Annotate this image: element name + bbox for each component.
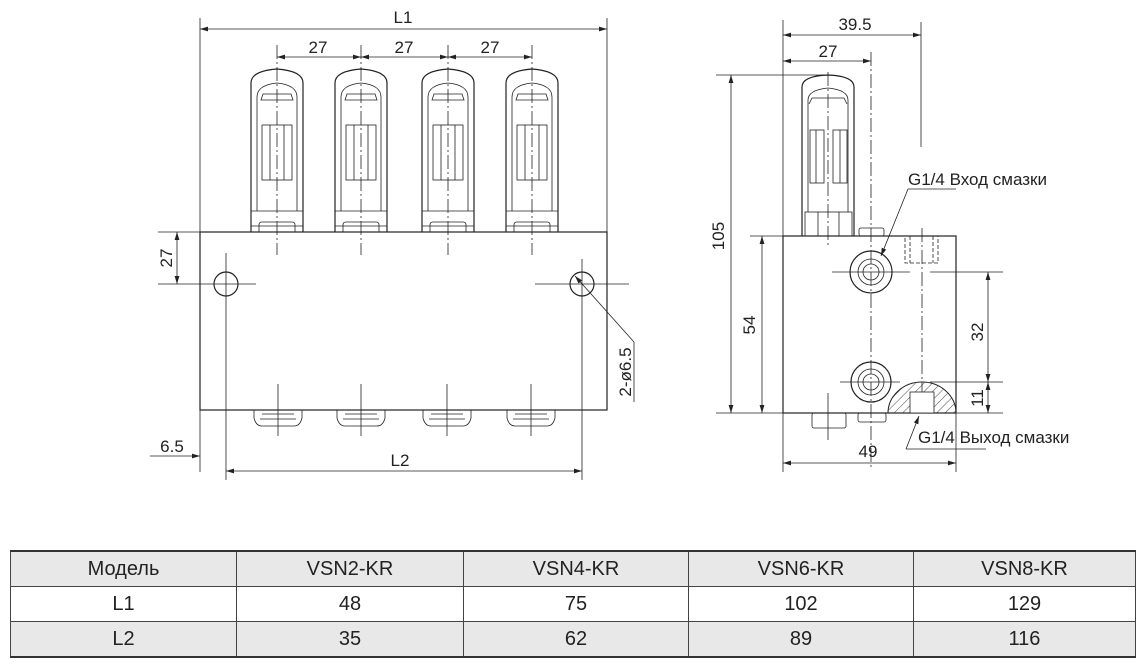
table-header-cell: VSN8-KR — [913, 550, 1136, 587]
table-header-cell: VSN4-KR — [463, 550, 689, 587]
valve-4 — [505, 44, 559, 256]
dim-width-outer: 39.5 — [838, 15, 871, 34]
table-cell: 116 — [913, 621, 1136, 658]
dim-pitch: 27 — [309, 38, 328, 57]
table-row: L1 48 75 102 129 — [10, 586, 1136, 622]
technical-drawing: L1 27 27 27 27 6.5 L2 2-ø6.5 — [150, 8, 1069, 480]
table-cell: 62 — [463, 621, 689, 658]
side-view: 39.5 27 105 54 32 11 49 G1/4 Вход смазки… — [709, 15, 1069, 472]
dim-height-body: 54 — [740, 316, 759, 335]
outlet-label: G1/4 Выход смазки — [918, 428, 1069, 447]
valve-1 — [250, 44, 304, 256]
dim-width-inner: 27 — [819, 42, 838, 61]
dim-hole-height: 27 — [157, 249, 176, 268]
dim-height-total: 105 — [709, 222, 728, 250]
table-cell: 102 — [688, 586, 914, 622]
table-cell: 35 — [236, 621, 464, 658]
table-header-row: Модель VSN2-KR VSN4-KR VSN6-KR VSN8-KR — [10, 550, 1136, 587]
manifold-body — [199, 231, 608, 411]
table-cell: 89 — [688, 621, 914, 658]
valve-2 — [334, 44, 388, 256]
table-header-cell: VSN6-KR — [688, 550, 914, 587]
dim-hole-offset: 6.5 — [160, 437, 184, 456]
inlet-label: G1/4 Вход смазки — [908, 170, 1047, 189]
front-view: L1 27 27 27 27 6.5 L2 2-ø6.5 — [150, 8, 635, 480]
table-cell: L1 — [10, 586, 237, 622]
dim-l1: L1 — [394, 8, 413, 27]
dim-depth: 49 — [859, 442, 878, 461]
dim-pitch: 27 — [481, 38, 500, 57]
table-cell: 129 — [913, 586, 1136, 622]
table-header-cell: Модель — [10, 550, 237, 587]
model-dimensions-table: Модель VSN2-KR VSN4-KR VSN6-KR VSN8-KR L… — [10, 550, 1136, 658]
table-row: L2 35 62 89 116 — [10, 621, 1136, 658]
dim-holes: 2-ø6.5 — [616, 347, 635, 396]
dim-l2: L2 — [391, 451, 410, 470]
table-cell: 75 — [463, 586, 689, 622]
table-header-cell: VSN2-KR — [236, 550, 464, 587]
table-cell: 48 — [236, 586, 464, 622]
dim-pitch: 27 — [395, 38, 414, 57]
dim-port-spacing: 32 — [968, 323, 987, 342]
dim-outlet-height: 11 — [968, 389, 987, 407]
valve-3 — [421, 44, 475, 256]
table-cell: L2 — [10, 621, 237, 658]
